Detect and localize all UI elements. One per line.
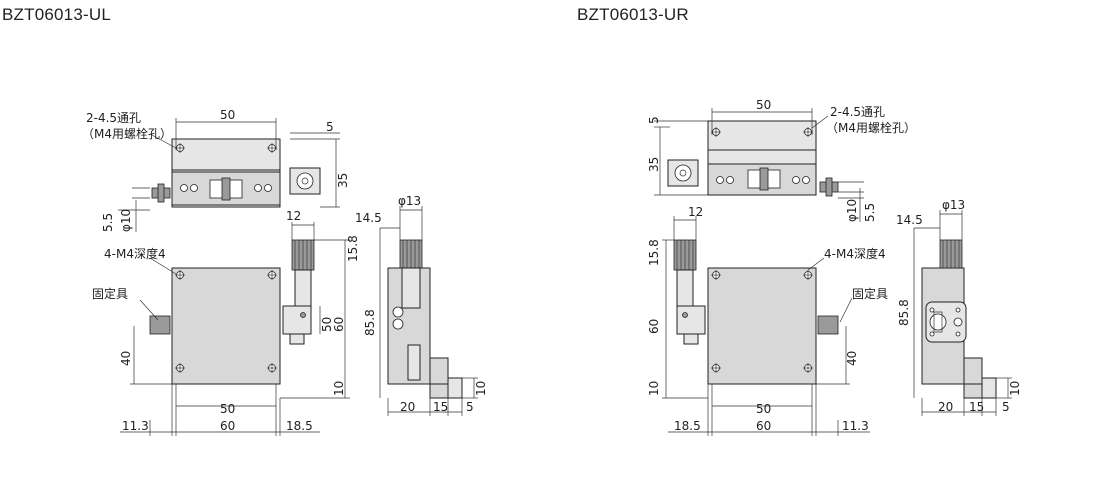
ur-front-view [673, 239, 839, 385]
ul-dim-50-vert: 50 [320, 317, 334, 332]
ul-dim-bottom-50: 50 [220, 402, 235, 416]
ur-note-through-hole: 2-4.5通孔 [830, 105, 885, 119]
ul-dim-85-8: 85.8 [363, 309, 377, 336]
ul-top-hole [175, 143, 185, 153]
ul-dim-10: 10 [332, 381, 346, 396]
ur-dim-5-side: 5 [1002, 400, 1010, 414]
ul-dim-5: 5 [326, 120, 334, 134]
ul-dim-10-side: 10 [474, 381, 488, 396]
ur-side-view [921, 239, 997, 399]
ur-dim-35: 35 [647, 157, 661, 172]
ur-dim-60-vert: 60 [647, 319, 661, 334]
ur-dim-width-50: 50 [756, 98, 771, 112]
ur-dim-10-side: 10 [1008, 381, 1022, 396]
ul-dim-15-8: 15.8 [346, 235, 360, 262]
ul-dim-15: 15 [433, 400, 448, 414]
ul-stage-body [171, 267, 281, 385]
ul-note-through-hole: 2-4.5通孔 [86, 111, 141, 125]
ur-dim-10: 10 [647, 381, 661, 396]
ur-lock-screw [817, 315, 839, 335]
ul-dim-60-vert: 60 [332, 317, 346, 332]
ur-dim-14-5: 14.5 [896, 213, 923, 227]
ur-note-tapped: 4-M4深度4 [824, 246, 886, 261]
ul-dim-14-5: 14.5 [355, 211, 382, 225]
ul-note-tapped: 4-M4深度4 [104, 246, 166, 261]
ur-dim-12: 12 [688, 205, 703, 219]
ul-dim-35: 35 [336, 173, 350, 188]
ul-top-hole [267, 143, 277, 153]
ul-front-view [149, 239, 315, 385]
ur-dim-bottom-50: 50 [756, 402, 771, 416]
ul-top-view [151, 138, 321, 208]
ul-note-bolt-hole: （M4用螺栓孔） [82, 126, 172, 141]
ur-dim-20: 20 [938, 400, 953, 414]
ul-dim-60: 60 [220, 419, 235, 433]
ul-dim-phi13: φ13 [398, 194, 421, 208]
model-title-ul: BZT06013-UL [2, 5, 111, 24]
ul-dim-5-5: 5.5 [101, 213, 115, 232]
ur-dim-60: 60 [756, 419, 771, 433]
ul-dim-40: 40 [119, 351, 133, 366]
ur-dim-15: 15 [969, 400, 984, 414]
ur-dim-phi10: φ10 [845, 199, 859, 222]
ur-note-lock: 固定具 [852, 286, 888, 301]
ul-dimension-lines [118, 118, 478, 436]
ur-note-bolt-hole: （M4用螺栓孔） [826, 120, 916, 135]
ur-dim-15-8: 15.8 [647, 239, 661, 266]
ul-dim-12: 12 [286, 209, 301, 223]
ur-stage-body [707, 267, 817, 385]
ul-dim-width-50: 50 [220, 108, 235, 122]
ur-top-view [667, 120, 839, 197]
ul-note-lock: 固定具 [92, 286, 128, 301]
ul-dim-phi10: φ10 [119, 209, 133, 232]
ur-dimension-lines [654, 108, 1012, 436]
ur-dim-40: 40 [845, 351, 859, 366]
ur-dim-5: 5 [647, 116, 661, 124]
model-title-ur: BZT06013-UR [577, 5, 689, 24]
ur-dim-phi13: φ13 [942, 198, 965, 212]
ur-dim-85-8: 85.8 [897, 299, 911, 326]
ul-dim-18-5: 18.5 [286, 419, 313, 433]
ul-lock-screw [149, 315, 171, 335]
ul-dim-11-3: 11.3 [122, 419, 149, 433]
ul-dim-20: 20 [400, 400, 415, 414]
ur-dim-18-5: 18.5 [674, 419, 701, 433]
ul-side-view [387, 239, 463, 399]
ul-dim-5-side: 5 [466, 400, 474, 414]
ur-dim-5-5: 5.5 [863, 203, 877, 222]
ur-dim-11-3: 11.3 [842, 419, 869, 433]
